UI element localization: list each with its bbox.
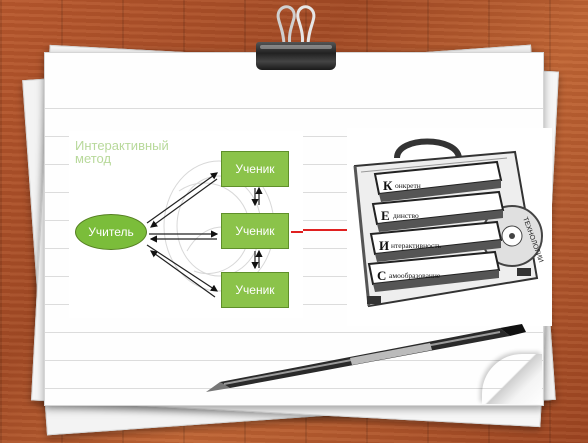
svg-text:С: С	[377, 268, 386, 283]
svg-text:динство: динство	[393, 211, 419, 220]
book-3: И нтерактивность	[369, 220, 503, 262]
student-node-2: Ученик	[221, 213, 289, 249]
binder-clip-icon	[244, 4, 348, 72]
svg-text:Е: Е	[381, 208, 390, 223]
svg-text:К: К	[383, 178, 393, 193]
svg-text:И: И	[379, 238, 389, 253]
student-node-1: Ученик	[221, 151, 289, 187]
suitcase-panel: ТЕХНОЛОГИИ К онкретн Е динство И нтеракт…	[347, 128, 552, 326]
teacher-node: Учитель	[75, 214, 147, 250]
svg-text:амообразование: амообразование	[389, 271, 441, 280]
book-1: К онкретн	[373, 160, 503, 202]
method-title: Интерактивный метод	[75, 138, 169, 166]
pen-icon	[206, 324, 526, 392]
svg-text:нтерактивность: нтерактивность	[391, 241, 442, 250]
suitcase-icon: ТЕХНОЛОГИИ К онкретн Е динство И нтеракт…	[353, 138, 544, 308]
student-node-3: Ученик	[221, 272, 289, 308]
book-4: С амообразование	[367, 250, 501, 292]
svg-text:онкретн: онкретн	[395, 181, 421, 190]
interactive-method-diagram: Интерактивный метод Учитель Ученик Учени…	[69, 131, 303, 318]
book-2: Е динство	[371, 190, 505, 232]
